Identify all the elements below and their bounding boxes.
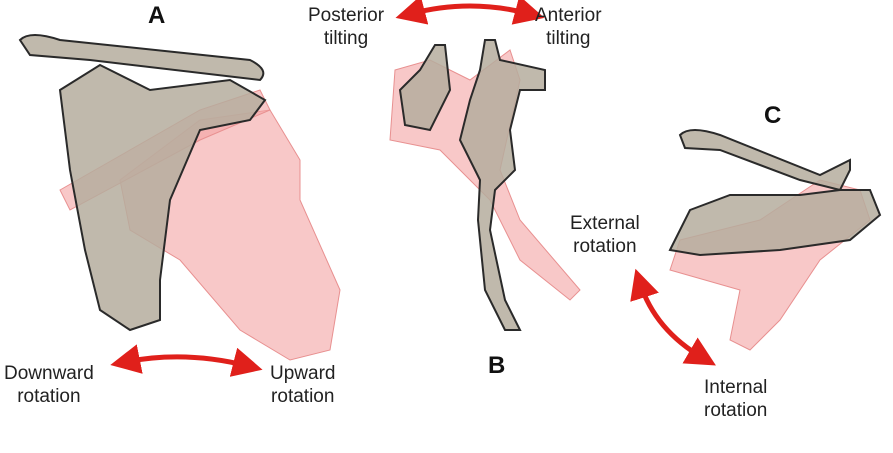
- panel-a-letter: A: [148, 2, 166, 29]
- panel-b-letter: B: [488, 352, 506, 379]
- rotation-arrow-a: [110, 344, 263, 377]
- panel-b-scapula: [389, 39, 581, 331]
- panel-c-scapula: [668, 129, 882, 351]
- panel-c-letter: C: [764, 102, 782, 129]
- tilting-arrow-b: [395, 0, 545, 25]
- panel-a-scapula: [18, 34, 341, 361]
- rotation-arrow-c: [630, 268, 716, 366]
